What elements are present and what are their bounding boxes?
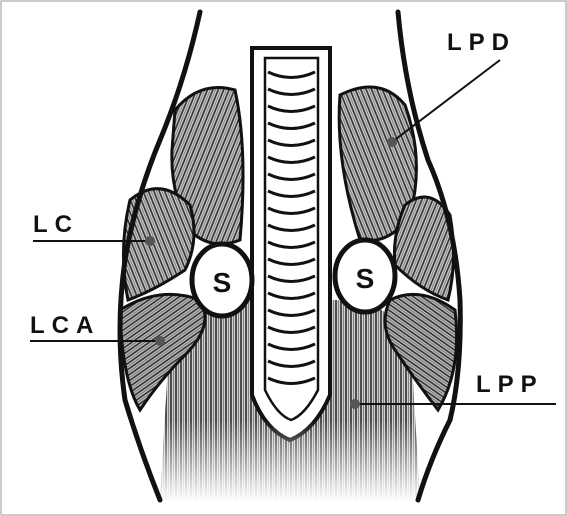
sesamoid-left-label: S: [213, 267, 232, 298]
pointer-lca: [155, 336, 165, 346]
label-lca: LCA: [30, 312, 100, 339]
pointer-lpd: [387, 137, 397, 147]
label-lpd: LPD: [447, 29, 516, 56]
pointer-lpp: [350, 399, 360, 409]
bottom-fade: [140, 420, 440, 502]
label-lpp: LPP: [476, 371, 544, 398]
pointer-lc: [145, 236, 155, 246]
label-lc: LC: [33, 211, 79, 238]
sesamoid-right-label: S: [356, 263, 375, 294]
